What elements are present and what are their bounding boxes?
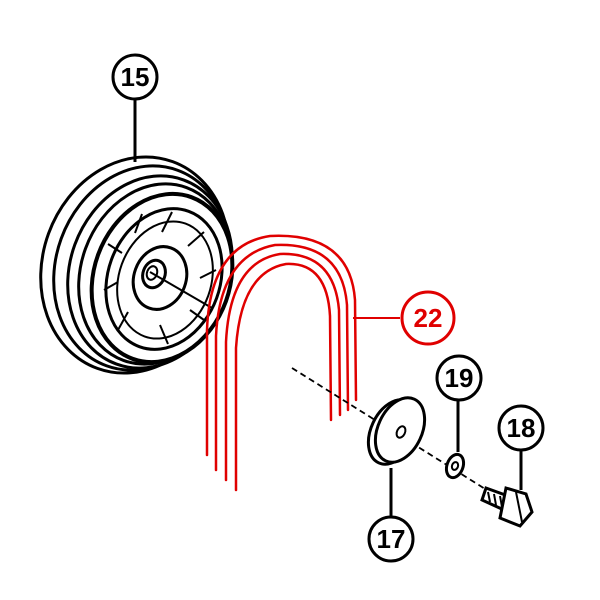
callout-15: 15: [111, 53, 159, 101]
pulley-axis-line: [149, 271, 213, 309]
flat-washer: [366, 396, 427, 466]
callout-19-label: 19: [445, 363, 474, 393]
callout-18-label: 18: [507, 413, 536, 443]
lock-washer: [444, 452, 466, 480]
v-belt: [205, 234, 358, 492]
bolt: [480, 486, 534, 528]
callout-15-label: 15: [121, 62, 150, 92]
callout-17-label: 17: [377, 524, 406, 554]
callout-19: 19: [435, 354, 483, 402]
callout-22-label: 22: [414, 303, 443, 333]
callout-22: 22: [400, 290, 456, 346]
pulley: [39, 155, 235, 375]
callout-17: 17: [367, 515, 415, 563]
callout-18: 18: [497, 404, 545, 452]
